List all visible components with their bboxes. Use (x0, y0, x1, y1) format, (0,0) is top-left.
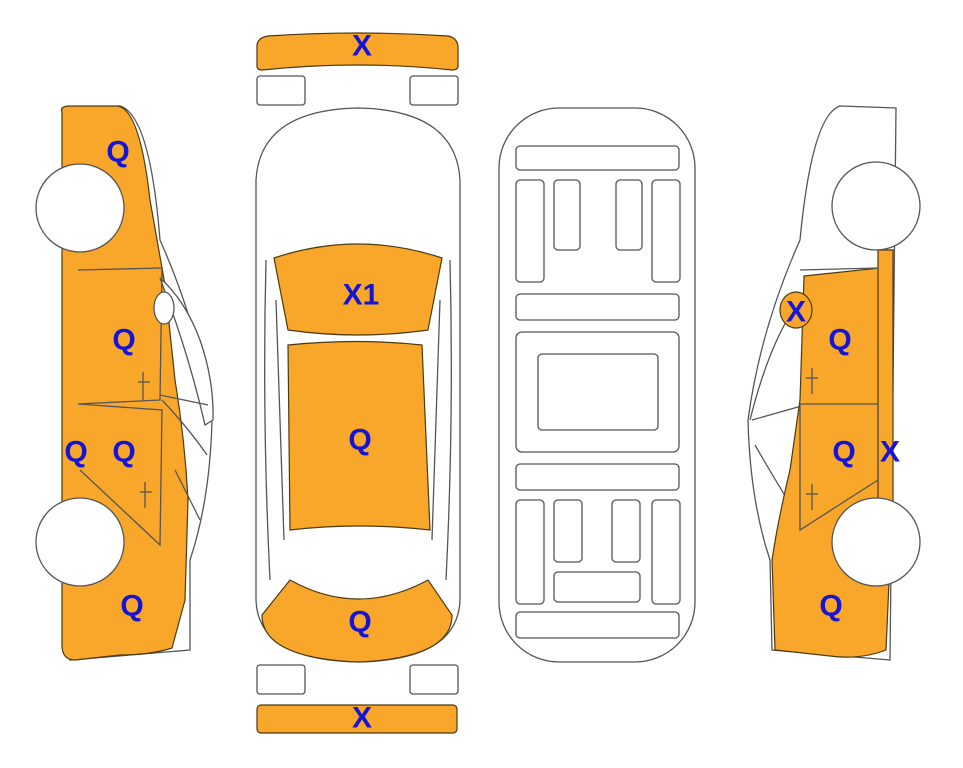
left-door-lines (77, 267, 163, 547)
top-trunk[interactable] (261, 579, 453, 663)
top-rear-bumper-marker: X (352, 702, 372, 735)
left-window-line (159, 394, 209, 521)
underbody-front-bar (515, 145, 680, 171)
top-roof[interactable] (287, 340, 431, 531)
right-rear-door-marker: Q (832, 436, 855, 469)
underbody-front-rail-right (651, 179, 681, 283)
right-front-door-marker: Q (828, 324, 851, 357)
top-roof-marker: Q (348, 424, 371, 457)
underbody-rear-rail-right (651, 499, 681, 605)
left-rear-door-marker: Q (112, 436, 135, 469)
top-front-bumper[interactable] (256, 32, 459, 71)
underbody-rear-bar (515, 611, 680, 639)
right-door-handles (806, 368, 818, 510)
right-mirror[interactable] (779, 291, 813, 329)
right-rocker-marker: X (880, 436, 900, 469)
underbody-front-rail-left (515, 179, 545, 283)
underbody-rear-rail-left (515, 499, 545, 605)
damage-markers: Q Q Q Q Q X X1 Q Q X X Q Q X Q (64, 30, 900, 735)
left-side-view (35, 105, 214, 661)
top-rear-bumper[interactable] (256, 704, 458, 734)
underbody-center-panel (537, 353, 659, 431)
top-front-left-light (256, 75, 306, 106)
right-mirror-marker: X (786, 296, 806, 329)
top-front-right-light (409, 75, 459, 106)
top-rear-left-light (256, 664, 306, 695)
left-mirror (153, 291, 175, 325)
right-rear-quarter-marker: Q (819, 590, 842, 623)
left-front-door-marker: Q (112, 324, 135, 357)
right-side-view (747, 105, 921, 661)
top-view (255, 32, 461, 734)
underbody-view (498, 107, 696, 663)
underbody-cross-member-rear (515, 463, 680, 491)
underbody-front-slot-right (615, 179, 643, 251)
top-trunk-marker: Q (348, 606, 371, 639)
underbody-rear-slot-right (611, 499, 641, 563)
right-rear-wheel (831, 497, 921, 587)
underbody-cross-member-front (515, 293, 680, 321)
left-front-wheel (35, 163, 125, 253)
top-front-bumper-marker: X (352, 30, 372, 63)
right-door-lines (799, 267, 879, 532)
left-front-fender-marker: Q (106, 136, 129, 169)
underbody-front-slot-left (553, 179, 581, 251)
top-hood-marker: X1 (343, 279, 380, 312)
left-rear-quarter-marker: Q (120, 590, 143, 623)
top-hood[interactable] (273, 243, 443, 336)
right-front-wheel (831, 161, 921, 251)
underbody-rear-box (553, 571, 641, 603)
top-side-lines (264, 259, 452, 581)
left-rear-wheel (35, 497, 125, 587)
left-rocker-marker: Q (64, 436, 87, 469)
underbody-rear-slot-left (553, 499, 583, 563)
top-rear-right-light (409, 664, 459, 695)
left-window (159, 277, 214, 427)
left-door-handles (138, 372, 152, 508)
